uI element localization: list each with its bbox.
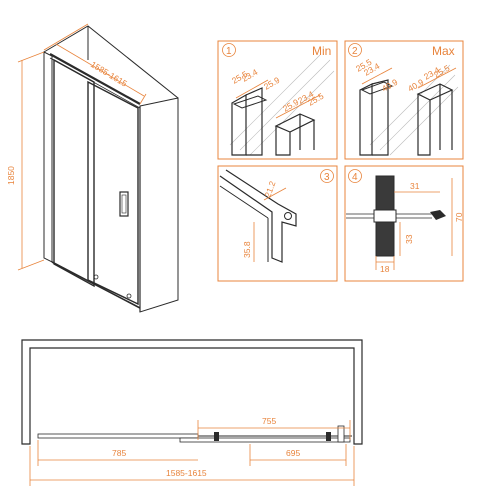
- panel-number-circle: [348, 169, 362, 183]
- frame-profile-side: [299, 114, 315, 150]
- roller-plan: [326, 432, 331, 441]
- dim-label: 21.2: [262, 179, 277, 198]
- dim-label: 18: [380, 264, 390, 274]
- panel-mode-label: Max: [432, 44, 455, 58]
- roller-wheel: [284, 212, 292, 220]
- handle-clamp: [373, 209, 397, 223]
- plan-top-dim: 755: [262, 416, 276, 426]
- detail-panel-min: 1 Min 25.5 23.4 25.9 25.9 23.4 25.5: [217, 40, 338, 160]
- dim-label: 70: [454, 212, 464, 222]
- wall-profile-side: [245, 87, 263, 156]
- dim-label: 31: [410, 181, 420, 191]
- handle-bar-bottom: [375, 221, 395, 257]
- panel-number-circle: [320, 169, 334, 183]
- panel-frame: [344, 165, 464, 282]
- rail-profile-edge: [219, 185, 269, 262]
- width-dimension-line: [55, 43, 145, 97]
- dim-label: 40.9: [380, 77, 400, 94]
- top-rail: [49, 53, 141, 105]
- glass-end: [430, 210, 446, 220]
- profile-top: [232, 95, 268, 109]
- frame-profile: [275, 126, 291, 156]
- panel-frame: [217, 165, 338, 282]
- panel-number: 3: [324, 172, 330, 183]
- dim-line: [417, 67, 457, 89]
- wall-profile-side: [371, 79, 389, 156]
- panel-number-circle: [222, 43, 236, 57]
- roller-plan: [214, 432, 219, 441]
- handle-plan: [337, 425, 345, 443]
- height-extension: [17, 51, 45, 63]
- panel-number-circle: [348, 43, 362, 57]
- width-extension: [43, 23, 89, 51]
- dim-label: 35.8: [242, 241, 252, 258]
- detail-panel-handle: 4 31 70 33 18: [344, 165, 464, 282]
- roller: [126, 293, 132, 299]
- plan-total-dim: 1585-1615: [166, 468, 207, 478]
- panel-number: 4: [352, 172, 358, 183]
- sliding-door-plan: [179, 437, 351, 443]
- rail-profile: [219, 169, 297, 263]
- dim-label: 25.9: [262, 75, 282, 92]
- dim-line: [263, 187, 287, 201]
- plan-wall-outline: [21, 339, 363, 445]
- sliding-glass-door: [87, 80, 139, 306]
- panel-frame: [217, 40, 338, 160]
- panel-frame: [344, 40, 464, 160]
- profile-top: [360, 81, 394, 95]
- detail-panel-max: 2 Max 25.5 23.4 40.9 40.9 23.4 25.5: [344, 40, 464, 160]
- dim-line: [235, 79, 269, 99]
- frame-profile: [417, 84, 453, 156]
- bottom-rail: [51, 261, 141, 309]
- wall-profile: [359, 83, 373, 156]
- back-wall-outline: [43, 25, 179, 300]
- width-extension: [139, 93, 147, 105]
- dim-label: 33: [404, 234, 414, 244]
- plan-right-dim: 695: [286, 448, 300, 458]
- dim-line: [275, 94, 321, 119]
- panel-number: 2: [352, 46, 358, 57]
- main-isometric-view: 1585-1615 1850: [6, 23, 179, 313]
- left-wall-profile: [43, 51, 53, 263]
- panel-number: 1: [226, 46, 232, 57]
- fixed-panel-plan: [37, 433, 199, 439]
- door-handle: [119, 191, 129, 217]
- dim-line: [361, 67, 393, 85]
- plan-left-dim: 785: [112, 448, 126, 458]
- width-label: 1585-1615: [89, 59, 129, 89]
- height-extension: [17, 259, 45, 271]
- door-handle-inner: [121, 194, 127, 214]
- plan-view: 755 785 695 1585-1615: [21, 339, 363, 486]
- roller: [93, 274, 99, 280]
- detail-panel-profile: 3 21.2 35.8: [217, 165, 338, 282]
- panel-mode-label: Min: [312, 44, 331, 58]
- handle-bar-top: [375, 175, 395, 211]
- height-label: 1850: [6, 166, 16, 185]
- frame-profile-top: [274, 113, 316, 133]
- side-wall: [139, 97, 179, 313]
